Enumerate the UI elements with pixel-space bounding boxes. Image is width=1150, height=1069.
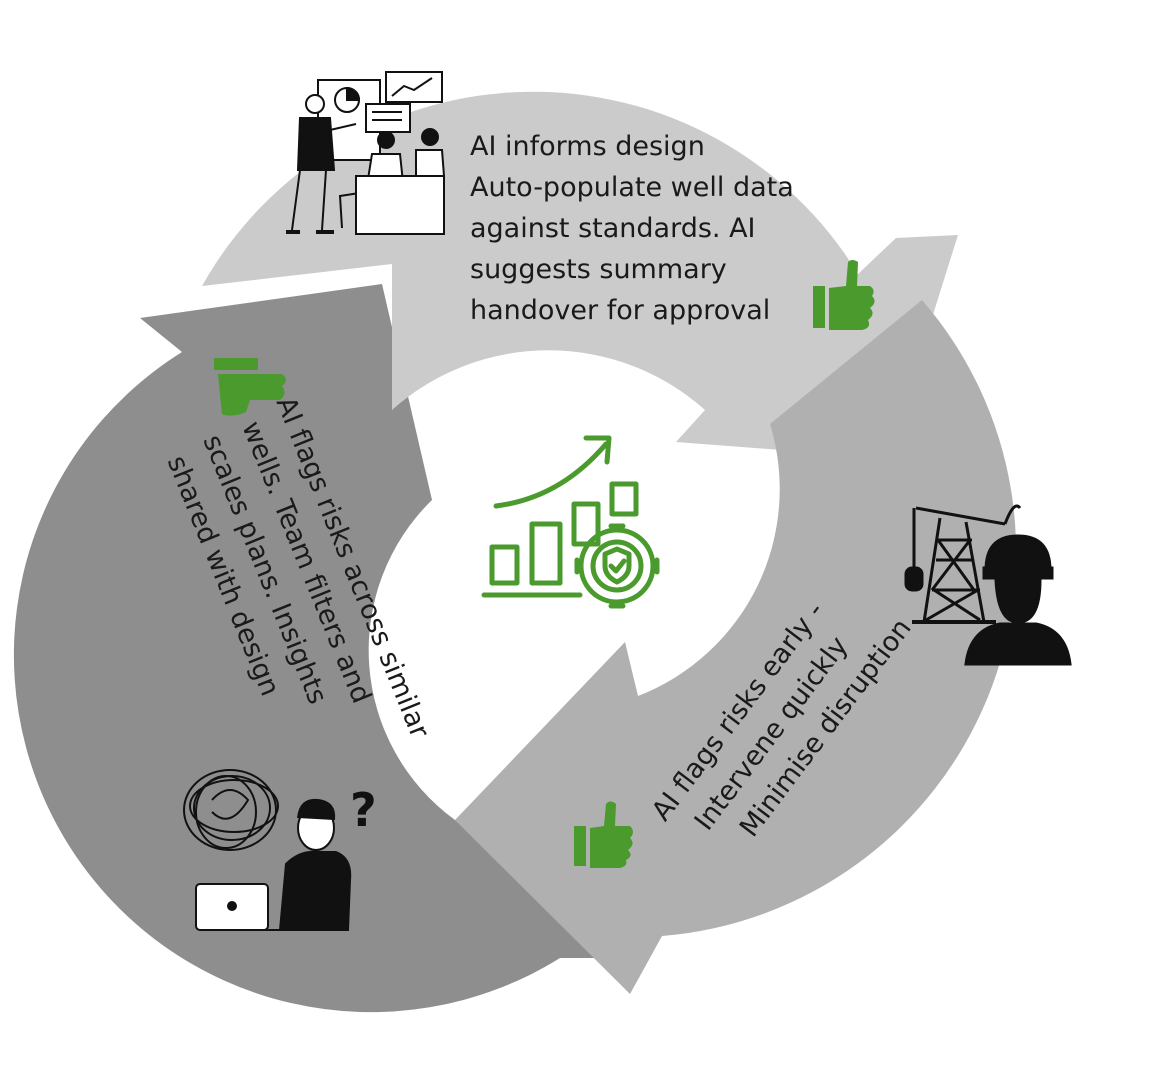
right-arrow <box>455 300 1017 994</box>
design-line-3: against standards. AI <box>470 213 756 244</box>
design-stage-text: AI informs design Auto-populate well dat… <box>470 126 794 331</box>
thumbs-up-icon-operations <box>574 801 633 868</box>
confused-analyst-illustration: ? <box>183 769 377 931</box>
design-line-1: AI informs design <box>470 131 705 162</box>
team-meeting-illustration <box>286 71 446 235</box>
oil-rig-worker-illustration <box>904 504 1072 666</box>
design-line-4: suggests summary <box>470 254 727 285</box>
thumbs-up-icon-design <box>813 260 875 330</box>
design-line-5: handover for approval <box>470 295 771 326</box>
design-line-2: Auto-populate well data <box>470 172 794 203</box>
svg-text:?: ? <box>350 783 377 837</box>
growth-gear-shield-icon <box>481 435 660 609</box>
thumbs-up-icon-review <box>214 358 286 416</box>
left-arrow <box>13 284 608 1013</box>
